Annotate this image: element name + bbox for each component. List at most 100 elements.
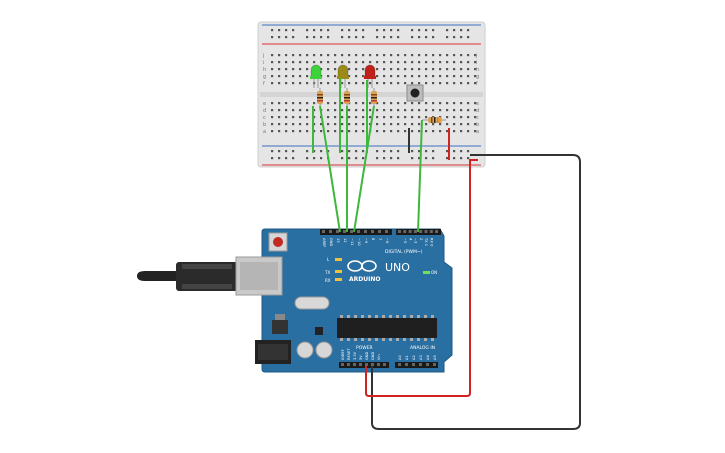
terminal-hole [418, 68, 421, 71]
terminal-hole [460, 82, 463, 85]
terminal-hole [362, 82, 365, 85]
terminal-hole [327, 116, 330, 119]
pin-label: ~9 [364, 238, 368, 244]
terminal-hole [348, 116, 351, 119]
terminal-hole [292, 82, 295, 85]
terminal-hole [453, 82, 456, 85]
rail-hole [278, 157, 281, 160]
terminal-hole [460, 130, 463, 133]
header-pin [419, 363, 422, 366]
pin-label: 8 [371, 238, 375, 241]
rail-hole [376, 29, 379, 32]
terminal-hole [285, 61, 288, 64]
terminal-hole [306, 54, 309, 57]
terminal-hole [327, 61, 330, 64]
analog-header-label: ANALOG IN [410, 345, 435, 351]
chip-pin [417, 315, 420, 318]
terminal-hole [390, 130, 393, 133]
terminal-hole [467, 68, 470, 71]
terminal-hole [285, 109, 288, 112]
terminal-hole [390, 75, 393, 78]
reset-button[interactable] [273, 237, 283, 247]
terminal-hole [460, 109, 463, 112]
terminal-hole [418, 54, 421, 57]
pin-label: GND [371, 352, 375, 360]
terminal-hole [362, 75, 365, 78]
chip-pin [354, 338, 357, 341]
chip-pin [354, 315, 357, 318]
terminal-hole [285, 130, 288, 133]
terminal-hole [439, 82, 442, 85]
pushbutton-cap[interactable] [410, 88, 420, 98]
terminal-hole [383, 82, 386, 85]
terminal-hole [474, 82, 477, 85]
terminal-hole [271, 130, 274, 133]
capacitor-2 [315, 341, 333, 359]
rail-hole [341, 36, 344, 39]
rail-hole [397, 150, 400, 153]
header-pin [413, 230, 417, 233]
pin-label: 4 [408, 238, 412, 241]
terminal-hole [390, 54, 393, 57]
rail-hole [397, 36, 400, 39]
header-pin [398, 363, 401, 366]
rail-hole [432, 157, 435, 160]
terminal-hole [271, 116, 274, 119]
voltage-regulator-tab [275, 314, 285, 320]
terminal-hole [446, 116, 449, 119]
terminal-hole [432, 123, 435, 126]
terminal-hole [271, 54, 274, 57]
terminal-hole [285, 54, 288, 57]
terminal-hole [341, 116, 344, 119]
terminal-hole [390, 109, 393, 112]
terminal-hole [411, 68, 414, 71]
terminal-hole [376, 123, 379, 126]
row-letter: h [476, 67, 479, 73]
wire-button-to-pin [417, 119, 423, 233]
rail-hole [383, 36, 386, 39]
rail-hole [425, 150, 428, 153]
rail-hole [313, 29, 316, 32]
pin-label: ~11 [350, 238, 354, 246]
pushbutton[interactable] [406, 84, 424, 102]
terminal-hole [348, 75, 351, 78]
rail-hole [411, 36, 414, 39]
terminal-hole [474, 116, 477, 119]
terminal-hole [313, 54, 316, 57]
terminal-hole [348, 123, 351, 126]
terminal-hole [285, 68, 288, 71]
terminal-hole [383, 68, 386, 71]
terminal-hole [292, 109, 295, 112]
row-letter: f [263, 81, 265, 87]
arduino-model-text: UNO [385, 261, 410, 274]
rail-hole [285, 36, 288, 39]
terminal-hole [397, 130, 400, 133]
pin-label: A5 [433, 355, 437, 360]
smd-component [315, 327, 323, 335]
terminal-hole [460, 75, 463, 78]
terminal-hole [397, 61, 400, 64]
terminal-hole [278, 109, 281, 112]
terminal-hole [271, 102, 274, 105]
terminal-hole [446, 109, 449, 112]
terminal-hole [278, 54, 281, 57]
pin-label: 7 [378, 238, 382, 240]
chip-pin [396, 315, 399, 318]
terminal-hole [362, 123, 365, 126]
terminal-hole [271, 75, 274, 78]
terminal-hole [425, 61, 428, 64]
resistor-red [371, 88, 377, 106]
pin-label: AREF [322, 238, 326, 247]
usb-plug-grip [182, 264, 232, 269]
terminal-hole [432, 109, 435, 112]
terminal-hole [439, 123, 442, 126]
rail-hole [320, 157, 323, 160]
terminal-hole [467, 102, 470, 105]
terminal-hole [446, 68, 449, 71]
terminal-hole [425, 123, 428, 126]
terminal-hole [306, 82, 309, 85]
terminal-hole [376, 75, 379, 78]
terminal-hole [376, 61, 379, 64]
terminal-hole [418, 123, 421, 126]
terminal-hole [355, 68, 358, 71]
